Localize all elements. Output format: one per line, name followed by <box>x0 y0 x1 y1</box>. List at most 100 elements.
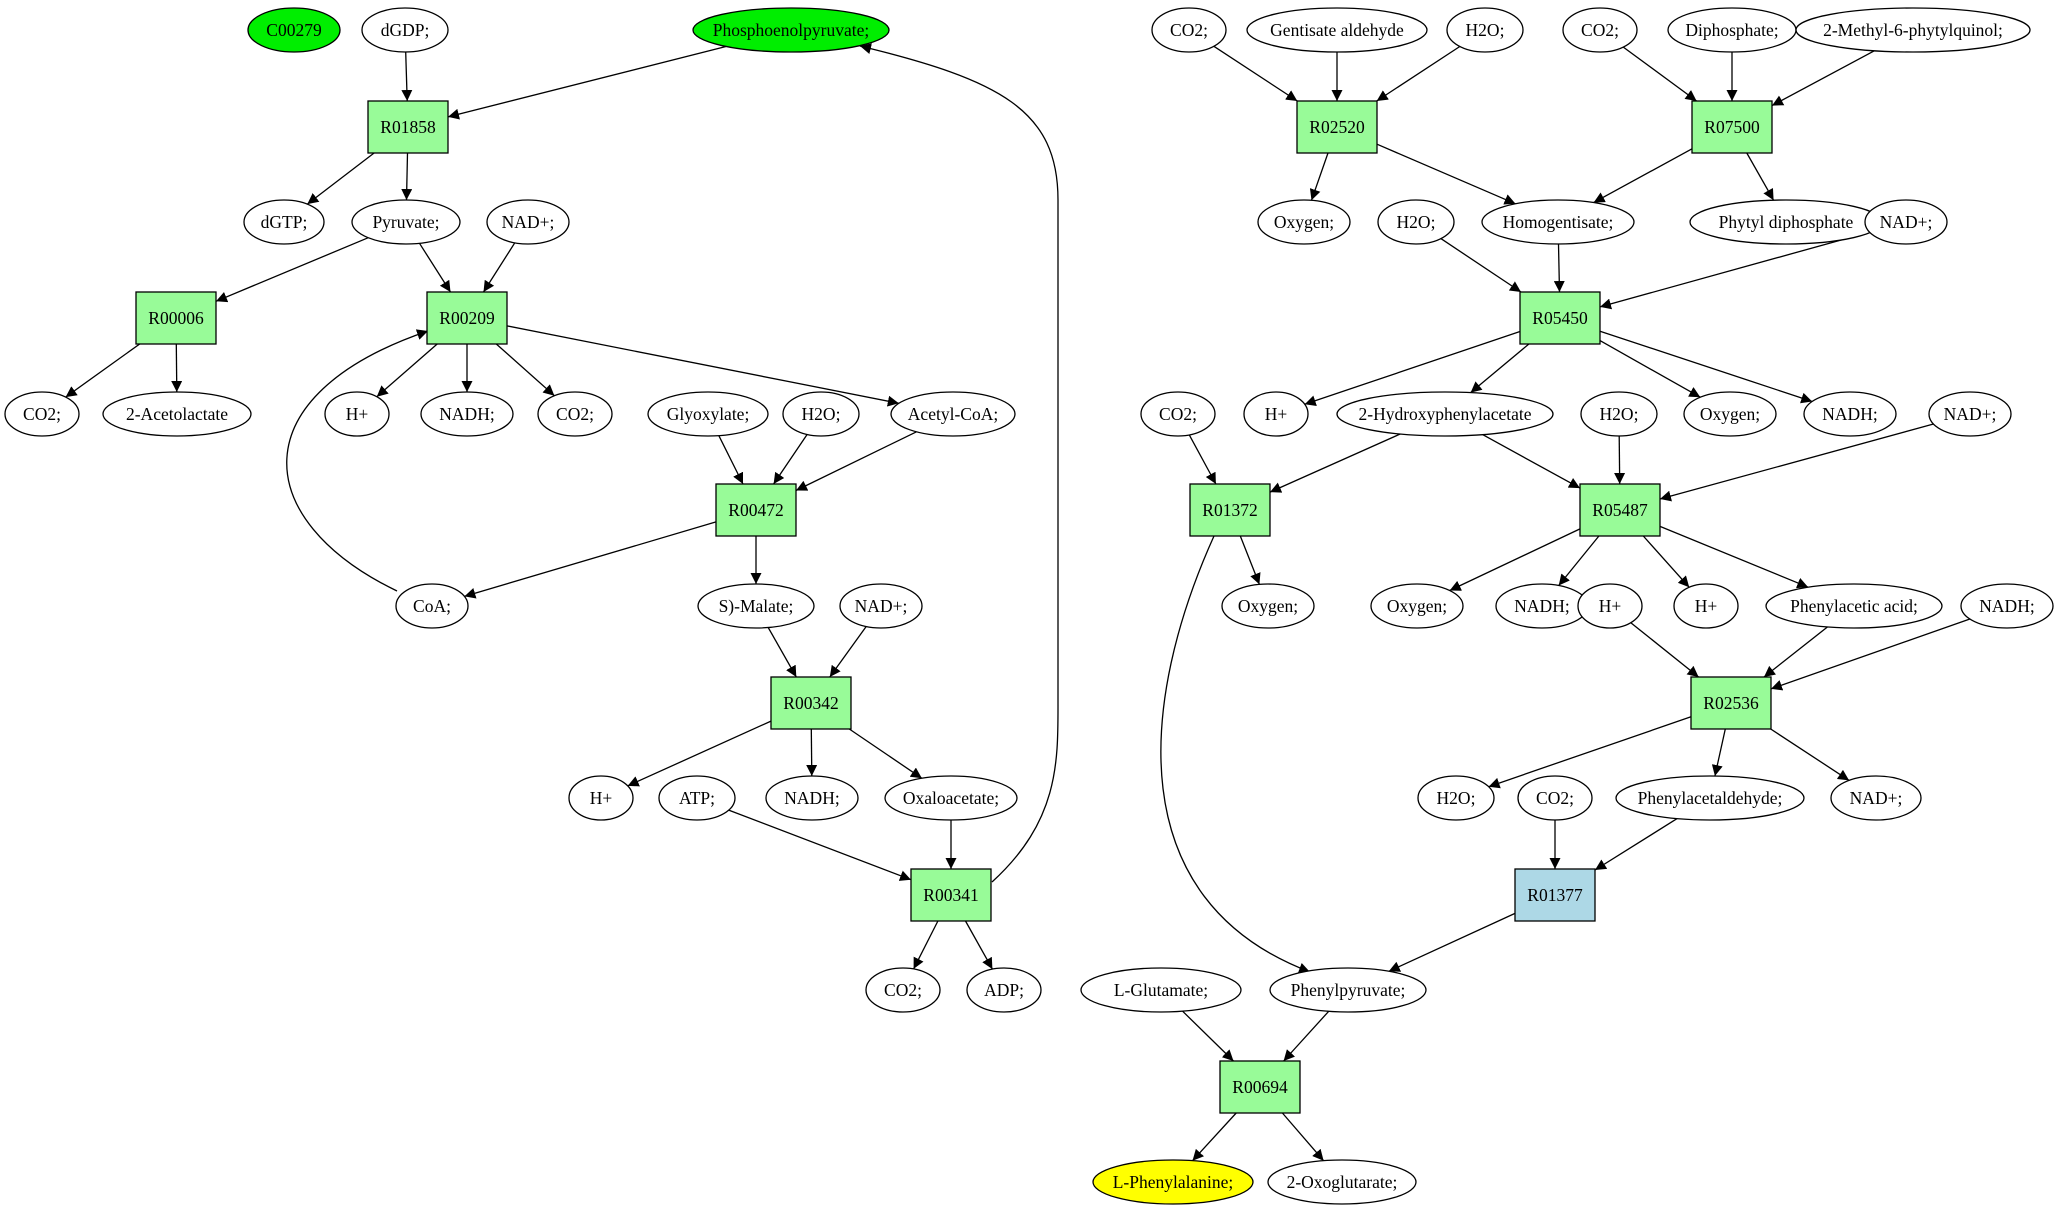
compound-ellipse[interactable] <box>1269 967 1427 1013</box>
compound-ellipse[interactable] <box>692 7 890 53</box>
reaction-node-r01377[interactable]: R01377 <box>1514 868 1596 922</box>
reaction-node-r00006[interactable]: R00006 <box>135 291 217 345</box>
compound-ellipse[interactable] <box>247 7 341 53</box>
compound-ellipse[interactable] <box>782 391 860 437</box>
reaction-box[interactable] <box>1519 291 1601 345</box>
compound-ellipse[interactable] <box>420 391 514 437</box>
compound-node-nadh-d[interactable]: NADH; <box>1495 583 1589 629</box>
reaction-node-r07500[interactable]: R07500 <box>1691 100 1773 154</box>
compound-ellipse[interactable] <box>1080 967 1242 1013</box>
compound-node-c00279[interactable]: C00279 <box>247 7 341 53</box>
compound-node-acetolactate[interactable]: 2-Acetolactate <box>102 391 252 437</box>
reaction-box[interactable] <box>1690 676 1772 730</box>
reaction-box[interactable] <box>135 291 217 345</box>
compound-ellipse[interactable] <box>1795 7 2031 53</box>
reaction-box[interactable] <box>715 483 797 537</box>
compound-ellipse[interactable] <box>1267 1159 1417 1205</box>
compound-ellipse[interactable] <box>1370 583 1464 629</box>
compound-node-malate[interactable]: S)-Malate; <box>697 583 815 629</box>
compound-ellipse[interactable] <box>1683 391 1777 437</box>
compound-ellipse[interactable] <box>537 391 613 437</box>
compound-node-acetylcoa[interactable]: Acetyl-CoA; <box>890 391 1016 437</box>
compound-node-nad-a[interactable]: NAD+; <box>486 199 570 245</box>
reaction-box[interactable] <box>1579 483 1661 537</box>
reaction-node-r05450[interactable]: R05450 <box>1519 291 1601 345</box>
compound-ellipse[interactable] <box>1417 775 1495 821</box>
compound-node-dgtp[interactable]: dGTP; <box>243 199 325 245</box>
reaction-box[interactable] <box>1189 483 1271 537</box>
compound-node-h-c[interactable]: H+ <box>1243 391 1309 437</box>
compound-node-oxygen-d[interactable]: Oxygen; <box>1370 583 1464 629</box>
compound-ellipse[interactable] <box>1446 7 1524 53</box>
reaction-node-r02520[interactable]: R02520 <box>1296 100 1378 154</box>
compound-node-phenylacetic[interactable]: Phenylacetic acid; <box>1765 583 1943 629</box>
compound-node-methylphytyl[interactable]: 2-Methyl-6-phytylquinol; <box>1795 7 2031 53</box>
compound-node-co2-b[interactable]: CO2; <box>537 391 613 437</box>
compound-node-oxygen-a[interactable]: Oxygen; <box>1257 199 1351 245</box>
compound-node-phenylalanine[interactable]: L-Phenylalanine; <box>1092 1159 1254 1205</box>
compound-node-nad-c[interactable]: NAD+; <box>1864 199 1948 245</box>
reaction-node-r00209[interactable]: R00209 <box>426 291 508 345</box>
compound-ellipse[interactable] <box>1140 391 1216 437</box>
compound-ellipse[interactable] <box>1246 7 1428 53</box>
reaction-box[interactable] <box>1296 100 1378 154</box>
compound-ellipse[interactable] <box>865 967 941 1013</box>
compound-node-pyruvate[interactable]: Pyruvate; <box>351 199 461 245</box>
reaction-box[interactable] <box>1514 868 1596 922</box>
reaction-node-r01858[interactable]: R01858 <box>367 100 449 154</box>
compound-node-h-b[interactable]: H+ <box>568 775 634 821</box>
compound-ellipse[interactable] <box>1803 391 1897 437</box>
reaction-box[interactable] <box>367 100 449 154</box>
compound-ellipse[interactable] <box>1615 775 1805 821</box>
compound-node-glyoxylate[interactable]: Glyoxylate; <box>647 391 769 437</box>
compound-node-h2o-b[interactable]: H2O; <box>1446 7 1524 53</box>
compound-node-co2-g[interactable]: CO2; <box>1517 775 1593 821</box>
compound-ellipse[interactable] <box>1580 391 1658 437</box>
compound-node-gentisald[interactable]: Gentisate aldehyde <box>1246 7 1428 53</box>
compound-node-oxaloacetate[interactable]: Oxaloacetate; <box>884 775 1018 821</box>
reaction-node-r01372[interactable]: R01372 <box>1189 483 1271 537</box>
compound-ellipse[interactable] <box>1830 775 1922 821</box>
compound-node-co2-d[interactable]: CO2; <box>1151 7 1227 53</box>
compound-node-h-d[interactable]: H+ <box>1577 583 1643 629</box>
reaction-box[interactable] <box>770 676 852 730</box>
compound-ellipse[interactable] <box>1221 583 1315 629</box>
compound-ellipse[interactable] <box>1960 583 2054 629</box>
reaction-box[interactable] <box>426 291 508 345</box>
compound-ellipse[interactable] <box>395 583 469 629</box>
compound-node-nadh-b[interactable]: NADH; <box>765 775 859 821</box>
compound-node-co2-e[interactable]: CO2; <box>1562 7 1638 53</box>
compound-ellipse[interactable] <box>966 967 1042 1013</box>
compound-ellipse[interactable] <box>243 199 325 245</box>
compound-ellipse[interactable] <box>697 583 815 629</box>
compound-ellipse[interactable] <box>884 775 1018 821</box>
compound-node-h2o-c[interactable]: H2O; <box>1377 199 1455 245</box>
compound-node-glutamate[interactable]: L-Glutamate; <box>1080 967 1242 1013</box>
compound-node-atp[interactable]: ATP; <box>658 775 736 821</box>
compound-ellipse[interactable] <box>658 775 736 821</box>
reaction-node-r00342[interactable]: R00342 <box>770 676 852 730</box>
compound-ellipse[interactable] <box>486 199 570 245</box>
compound-ellipse[interactable] <box>1765 583 1943 629</box>
compound-ellipse[interactable] <box>1517 775 1593 821</box>
compound-node-phytyldp[interactable]: Phytyl diphosphate <box>1689 199 1883 245</box>
compound-ellipse[interactable] <box>351 199 461 245</box>
reaction-node-r00472[interactable]: R00472 <box>715 483 797 537</box>
compound-ellipse[interactable] <box>1257 199 1351 245</box>
compound-node-hydroxyphenylacetate[interactable]: 2-Hydroxyphenylacetate <box>1336 391 1554 437</box>
compound-ellipse[interactable] <box>1092 1159 1254 1205</box>
compound-node-nadh-c[interactable]: NADH; <box>1803 391 1897 437</box>
compound-ellipse[interactable] <box>568 775 634 821</box>
compound-ellipse[interactable] <box>1673 583 1739 629</box>
compound-ellipse[interactable] <box>1377 199 1455 245</box>
compound-node-nad-d[interactable]: NAD+; <box>1928 391 2012 437</box>
compound-node-co2-c[interactable]: CO2; <box>865 967 941 1013</box>
reaction-box[interactable] <box>1219 1060 1301 1114</box>
reaction-node-r02536[interactable]: R02536 <box>1690 676 1772 730</box>
compound-node-h-e[interactable]: H+ <box>1673 583 1739 629</box>
compound-ellipse[interactable] <box>1928 391 2012 437</box>
reaction-box[interactable] <box>910 868 992 922</box>
compound-ellipse[interactable] <box>765 775 859 821</box>
compound-ellipse[interactable] <box>102 391 252 437</box>
compound-node-co2-f[interactable]: CO2; <box>1140 391 1216 437</box>
